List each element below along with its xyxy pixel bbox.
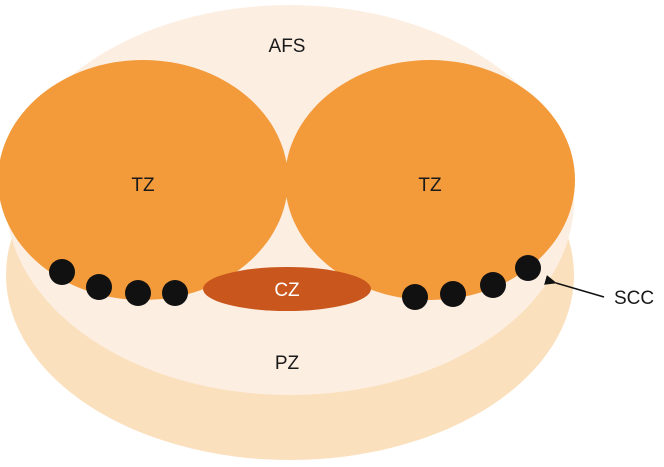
scc-dot — [162, 280, 188, 306]
tz-right-label: TZ — [418, 175, 442, 196]
tz-left-label: TZ — [131, 175, 155, 196]
scc-dots — [49, 255, 541, 310]
transition-zone-right — [285, 60, 575, 300]
scc-dot — [440, 281, 466, 307]
central-zone — [203, 267, 371, 311]
scc-dot — [86, 274, 112, 300]
scc-arrow — [544, 275, 605, 298]
afs-label: AFS — [269, 36, 306, 57]
cz-label: CZ — [274, 280, 300, 301]
scc-dot — [515, 255, 541, 281]
scc-dot — [480, 272, 506, 298]
scc-label: SCC — [614, 288, 654, 309]
transition-zone-left — [0, 60, 288, 300]
scc-dot — [402, 284, 428, 310]
pz-label: PZ — [275, 353, 300, 374]
scc-dot — [49, 259, 75, 285]
scc-dot — [125, 280, 151, 306]
